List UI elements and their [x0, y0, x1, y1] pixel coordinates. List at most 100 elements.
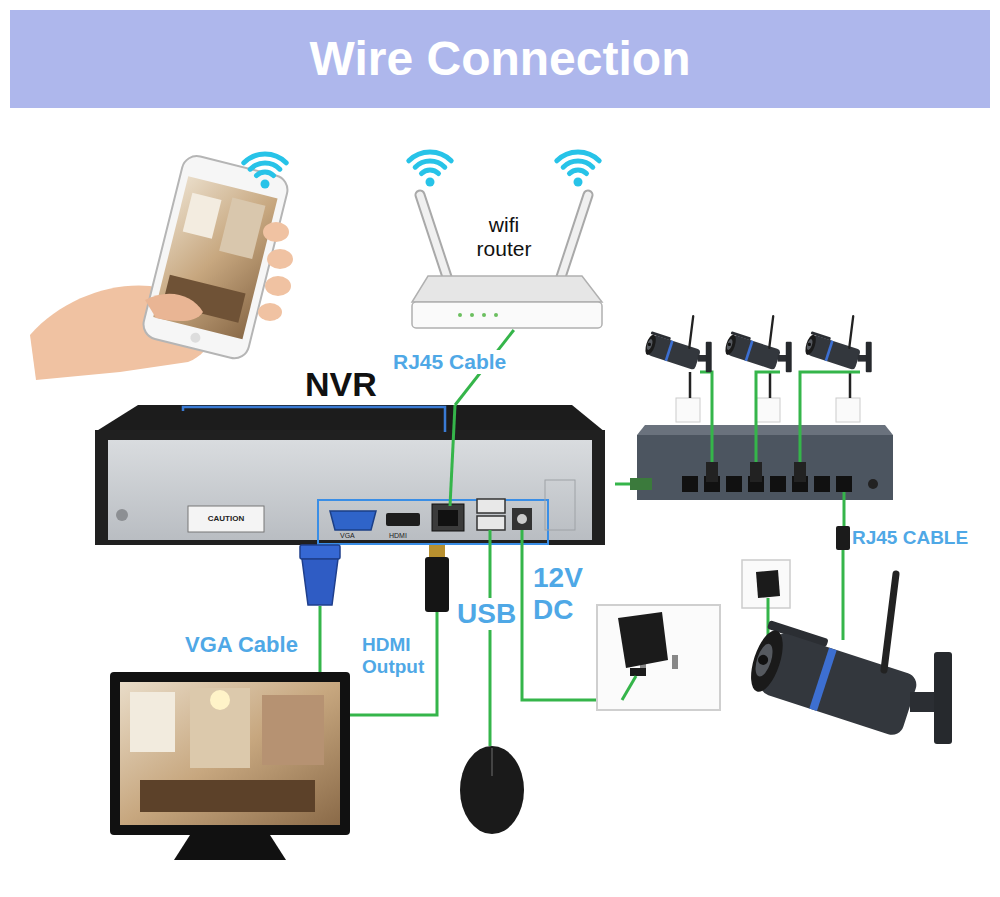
phone-in-hand: [258, 303, 282, 321]
big-camera: [756, 570, 780, 598]
network-switch: [770, 476, 786, 492]
router-picture: [458, 313, 498, 317]
port-label: VGA: [340, 532, 355, 540]
network-switch: [726, 476, 742, 492]
vga-plug: [300, 545, 340, 559]
small-cameras: [803, 316, 871, 372]
network-switch: [630, 478, 652, 490]
nvr-picture: [183, 407, 445, 432]
phone-in-hand: [263, 222, 289, 242]
router-picture: [560, 195, 588, 280]
network-switch: [836, 476, 852, 492]
network-switch: [615, 425, 893, 500]
phone-in-hand: [183, 193, 222, 239]
cable-label: VGA Cable: [185, 632, 298, 657]
small-cameras: [700, 372, 860, 470]
nvr-picture: [477, 499, 505, 513]
phone-in-hand: [265, 276, 291, 296]
router-picture: [420, 195, 448, 280]
small-cameras: [756, 372, 780, 470]
monitor: [190, 688, 250, 768]
small-cameras: [794, 462, 806, 482]
router-node: wifi router: [415, 205, 605, 330]
nvr-picture: [432, 504, 464, 531]
phone-in-hand: [145, 294, 203, 321]
nvr-picture: [108, 440, 592, 540]
monitor: [140, 780, 315, 812]
hdmi-plug: [429, 545, 445, 557]
small-cameras: [769, 372, 772, 398]
network-switch: [637, 425, 893, 435]
cable-label: RJ45 CABLE: [852, 527, 968, 549]
small-cameras: [836, 398, 860, 422]
small-cameras: [689, 372, 692, 398]
power-outlet: [597, 605, 720, 710]
power-outlet: [597, 605, 720, 710]
phone-in-hand: [189, 332, 201, 344]
vga-plug: [300, 545, 340, 605]
big-camera: [843, 492, 846, 528]
green-wires: [489, 530, 492, 746]
cable-label: HDMI Output: [362, 634, 434, 678]
network-switch: [682, 476, 698, 492]
nvr-picture: [188, 506, 264, 532]
power-outlet: [622, 676, 636, 700]
monitor: [262, 695, 324, 765]
small-cameras: [643, 316, 871, 482]
big-camera: [742, 560, 790, 608]
mouse: [460, 746, 524, 834]
title-banner: Wire Connection: [10, 10, 990, 108]
power-outlet: [672, 655, 678, 669]
green-wires: [320, 405, 622, 746]
small-cameras: [700, 372, 712, 470]
router-name: wifi router: [460, 213, 548, 261]
nvr-picture: [438, 510, 458, 526]
nvr-picture: [386, 513, 420, 526]
nvr-picture: [477, 516, 505, 530]
nvr-picture: [95, 405, 605, 432]
nvr-picture: [512, 508, 532, 530]
router-picture: [470, 313, 474, 317]
power-outlet: [630, 668, 646, 676]
small-cameras: [676, 398, 700, 422]
router-picture: [458, 313, 462, 317]
monitor: [210, 690, 230, 710]
router-picture: [494, 313, 498, 317]
green-wires: [319, 606, 322, 672]
network-switch: [868, 479, 878, 489]
network-switch: [814, 476, 830, 492]
cable-label: 12V DC: [533, 562, 593, 626]
nvr-node: NVR: [95, 405, 605, 545]
router-picture: [557, 152, 599, 186]
router-picture: [420, 195, 448, 280]
hdmi-plug: [425, 557, 449, 612]
small-cameras: [706, 462, 718, 482]
nvr-picture: [318, 500, 548, 544]
monitor: [110, 672, 350, 860]
big-camera: [745, 574, 952, 744]
device-name: NVR: [305, 365, 377, 404]
small-cameras: [800, 372, 860, 470]
small-cameras: [643, 316, 711, 372]
router-picture: [412, 276, 602, 302]
sticker-text: CAUTION: [188, 514, 264, 523]
phone-in-hand: [30, 153, 293, 380]
small-cameras: [690, 372, 850, 398]
green-wires: [450, 405, 455, 506]
cable-label: USB: [455, 598, 518, 630]
small-cameras: [756, 398, 780, 422]
nvr-picture: [517, 514, 527, 524]
network-switch: [637, 435, 893, 500]
port-label: HDMI: [389, 532, 407, 540]
router-picture: [409, 152, 602, 328]
phone-in-hand: [267, 249, 293, 269]
router-picture: [560, 195, 588, 280]
small-cameras: [723, 316, 791, 372]
big-camera: [836, 526, 850, 550]
vga-plug: [302, 559, 338, 605]
mouse: [491, 748, 493, 776]
phone-in-hand: [244, 154, 286, 188]
